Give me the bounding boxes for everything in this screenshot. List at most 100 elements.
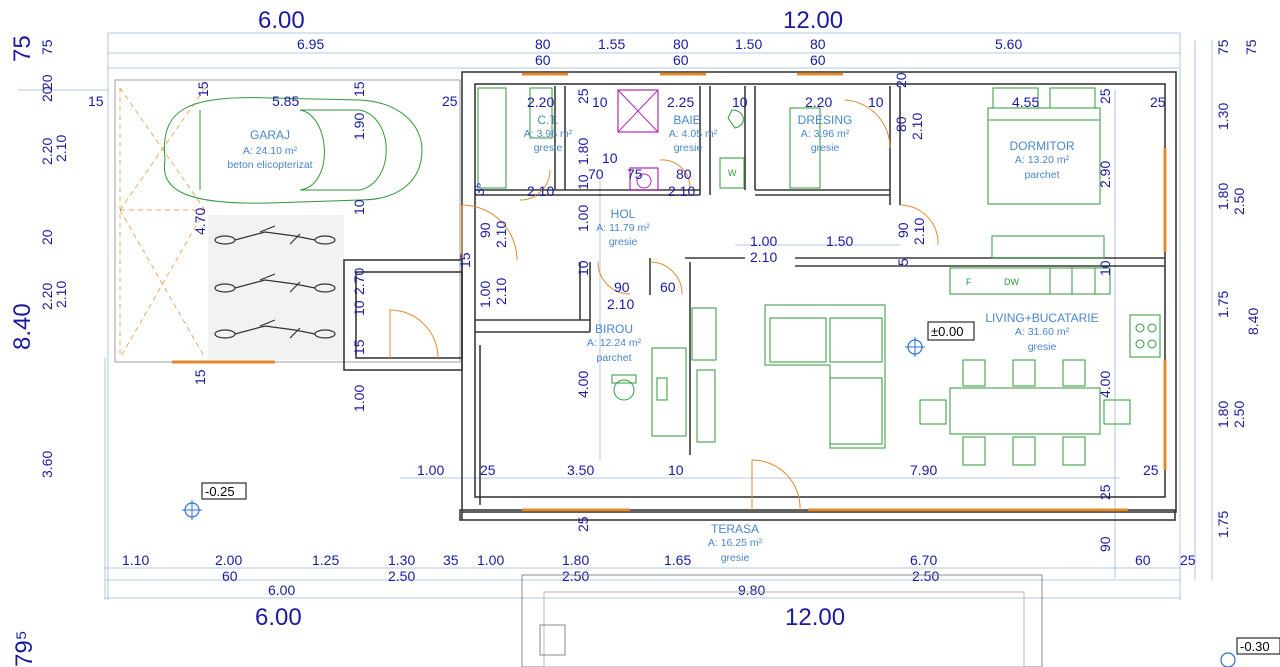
dim-right: 2.50 bbox=[1231, 401, 1247, 428]
dim-interior: 2.70 bbox=[351, 268, 367, 295]
dim-left: 2.20 bbox=[39, 283, 55, 310]
dim-interior: 4.55 bbox=[1012, 94, 1039, 110]
dim-interior: 10 bbox=[575, 260, 591, 276]
dim-interior: 1.00 bbox=[750, 233, 777, 249]
dim-interior: 10 bbox=[668, 462, 684, 478]
dim-interior: 90 bbox=[1097, 536, 1113, 552]
room-finish-hol: gresie bbox=[609, 236, 638, 248]
room-name-baie: BAIE bbox=[673, 113, 700, 127]
room-area-baie: A: 4.05 m² bbox=[669, 128, 718, 140]
room-name-terasa: TERASA bbox=[711, 522, 759, 536]
dim-interior: 2.10 bbox=[909, 113, 925, 140]
dim-interior: 1.80 bbox=[575, 138, 591, 165]
dim-interior: 25 bbox=[1143, 462, 1159, 478]
dim-interior: 80 bbox=[676, 166, 692, 182]
room-name-garaj: GARAJ bbox=[250, 128, 290, 142]
dim-left: 20 bbox=[39, 229, 55, 245]
dim-interior: 60 bbox=[660, 279, 676, 295]
dim-left: 75 bbox=[39, 39, 55, 55]
dim-top-row1: 5.60 bbox=[995, 36, 1022, 52]
level-values: ±0.00 -0.25 -0.30 bbox=[205, 324, 1270, 654]
fridge-label: F bbox=[966, 277, 972, 287]
room-finish-terasa: gresie bbox=[721, 552, 750, 564]
dim-interior: 25 bbox=[480, 462, 496, 478]
windows bbox=[522, 72, 1167, 512]
dim-interior: 5.85 bbox=[272, 93, 299, 109]
dim-interior: 25 bbox=[1150, 94, 1166, 110]
doors bbox=[389, 99, 939, 511]
dim-top-row2: 80 bbox=[810, 36, 826, 52]
dim-interior: 25 bbox=[1097, 88, 1113, 104]
bottom-dimensions: 1.10 2.00 1.25 1.30 35 1.00 1.80 1.65 6.… bbox=[122, 552, 1196, 631]
room-name-ct: C.T. bbox=[537, 113, 558, 127]
dim-interior: 1.00 bbox=[417, 462, 444, 478]
dim-bottom: 1.10 bbox=[122, 552, 149, 568]
room-finish-ct: gresie bbox=[534, 142, 563, 154]
dim-bottom: 1.25 bbox=[312, 552, 339, 568]
dim-interior: 20 bbox=[39, 74, 55, 90]
dim-interior: 10 bbox=[351, 300, 367, 316]
dim-interior: 15 bbox=[192, 369, 208, 385]
room-area-garaj: A: 24.10 m² bbox=[243, 145, 298, 157]
terrace-outline bbox=[521, 574, 1043, 667]
dim-interior: 4.00 bbox=[575, 371, 591, 398]
dim-interior: 10 bbox=[868, 94, 884, 110]
dim-interior: 15 bbox=[351, 339, 367, 355]
room-finish-dresing: gresie bbox=[811, 142, 840, 154]
level-terrace: -0.30 bbox=[1240, 639, 1270, 654]
dim-bottom: 1.00 bbox=[477, 552, 504, 568]
dim-bottom: 60 bbox=[1135, 552, 1151, 568]
dim-top-row2: 80 bbox=[535, 36, 551, 52]
dim-interior: 5 bbox=[895, 258, 911, 266]
washing-machine-label: W bbox=[728, 168, 737, 178]
furniture bbox=[477, 87, 1161, 466]
dim-bottom: 1.30 bbox=[388, 552, 415, 568]
level-markers bbox=[182, 321, 1280, 667]
dim-bottom: 25 bbox=[1180, 552, 1196, 568]
dim-left-partial: 79⁵ bbox=[11, 630, 38, 667]
dim-bottom: 1.65 bbox=[664, 552, 691, 568]
dim-interior: 90 bbox=[477, 222, 493, 238]
dim-interior: 10 bbox=[732, 94, 748, 110]
dim-left: 3.60 bbox=[39, 451, 55, 478]
dim-interior: 3.50 bbox=[567, 462, 594, 478]
dim-interior: 2.20 bbox=[527, 94, 554, 110]
dim-interior: 1.90 bbox=[351, 113, 367, 140]
dim-top-row2: 80 bbox=[673, 36, 689, 52]
room-labels: GARAJ A: 24.10 m² beton elicopterizat C.… bbox=[227, 113, 1098, 564]
dim-interior: 2.10 bbox=[493, 278, 509, 305]
dim-top-big-left: 6.00 bbox=[258, 7, 305, 34]
dim-interior: 1.00 bbox=[351, 385, 367, 412]
dim-interior: 1.50 bbox=[826, 233, 853, 249]
dimension-lines bbox=[18, 32, 1213, 600]
left-dimensions: 75 8.40 75 20 2.20 2.10 20 2.20 2.10 3.6… bbox=[9, 35, 69, 667]
dim-left: 2.10 bbox=[53, 135, 69, 162]
appliance-labels: F DW W bbox=[728, 168, 1019, 287]
garage-outline bbox=[114, 79, 461, 364]
dim-bottom-row2: 2.50 bbox=[912, 568, 939, 584]
dim-interior: 2.10 bbox=[493, 221, 509, 248]
dim-right: 1.80 bbox=[1215, 183, 1231, 210]
level-exterior: -0.25 bbox=[205, 484, 235, 499]
interior-dimensions: 15 5.85 25 15 1.90 4.70 10 20 15 2.70 15… bbox=[39, 72, 1166, 552]
dim-interior: 2.20 bbox=[805, 94, 832, 110]
car-icon bbox=[163, 97, 423, 204]
dim-bottom-row2: 2.50 bbox=[562, 568, 589, 584]
dim-interior: 15 bbox=[88, 93, 104, 109]
dim-bottom-big-left: 6.00 bbox=[255, 604, 302, 631]
dim-interior: 2.10 bbox=[750, 249, 777, 265]
dim-bottom-row3: 9.80 bbox=[738, 582, 765, 598]
room-name-birou: BIROU bbox=[595, 322, 633, 336]
room-area-living: A: 31.60 m² bbox=[1015, 326, 1070, 338]
room-name-dresing: DRESING bbox=[798, 113, 853, 127]
dim-top-row2: 1.55 bbox=[598, 36, 625, 52]
dim-bottom-row2: 60 bbox=[222, 568, 238, 584]
dim-interior: 15 bbox=[351, 81, 367, 97]
dim-right: 1.80 bbox=[1215, 401, 1231, 428]
right-dimensions: 75 1.30 1.80 1.75 1.80 1.75 75 2.50 8.40… bbox=[1215, 39, 1261, 538]
dim-interior: 90 bbox=[614, 279, 630, 295]
dim-interior: 10 bbox=[575, 174, 591, 190]
room-finish-living: gresie bbox=[1028, 341, 1057, 353]
dim-interior: 20 bbox=[893, 72, 909, 88]
dim-left: 2.20 bbox=[39, 138, 55, 165]
